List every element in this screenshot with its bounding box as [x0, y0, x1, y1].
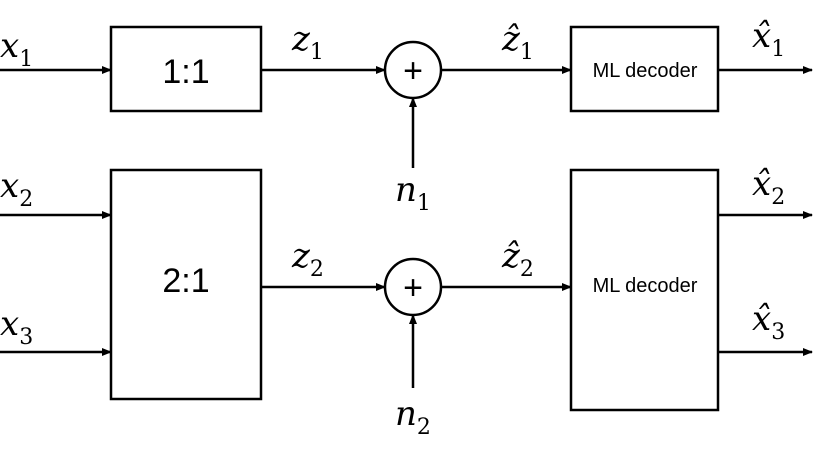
ml-decoder-1-label: ML decoder	[593, 60, 698, 82]
label-x2-sub: 2	[19, 187, 33, 212]
label-z2-sub: 2	[310, 257, 324, 282]
label-n1-sub: 1	[417, 191, 431, 216]
encoder-1to1-label: 1:1	[162, 53, 209, 91]
label-zhat1-base: ẑ	[501, 19, 521, 59]
label-xhat3-sub: 3	[771, 320, 785, 345]
label-n2: n2	[395, 394, 431, 440]
encoder-2to1-label: 2:1	[162, 262, 209, 300]
label-z1-base: z	[291, 19, 311, 59]
ml-decoder-1-block	[569, 25, 720, 113]
label-zhat1-sub: 1	[520, 40, 534, 65]
encoder-2to1-block	[109, 168, 263, 401]
ml-decoder-2-label: ML decoder	[593, 275, 698, 297]
label-zhat2: ẑ2	[501, 236, 534, 282]
label-n1: n1	[395, 170, 431, 216]
label-xhat1-sub: 1	[771, 37, 785, 62]
label-x3-sub: 3	[19, 325, 33, 350]
label-zhat1: ẑ1	[501, 19, 534, 65]
label-x2: x2	[0, 166, 33, 212]
label-x1-base: x	[0, 26, 19, 66]
label-x1-sub: 1	[19, 47, 33, 72]
label-x1: x1	[0, 26, 33, 72]
label-xhat3: x̂3	[752, 299, 785, 345]
label-xhat1: x̂1	[752, 16, 785, 62]
label-n1-base: n	[395, 170, 417, 210]
label-xhat1-base: x̂	[752, 16, 771, 56]
label-z2-base: z	[291, 236, 311, 276]
ml-decoder-2-block	[569, 168, 720, 412]
label-xhat2-sub: 2	[771, 185, 785, 210]
label-n2-sub: 2	[417, 415, 431, 440]
label-z2: z2	[291, 236, 324, 282]
label-n2-base: n	[395, 394, 417, 434]
label-zhat2-base: ẑ	[501, 236, 521, 276]
label-xhat3-base: x̂	[752, 299, 771, 339]
label-zhat2-sub: 2	[520, 257, 534, 282]
label-xhat2: x̂2	[752, 164, 785, 210]
label-z1-sub: 1	[310, 40, 324, 65]
label-z1: z1	[291, 19, 324, 65]
adder-2-plus-sign: +	[403, 269, 423, 307]
label-x3-base: x	[0, 304, 19, 344]
label-x3: x3	[0, 304, 33, 350]
label-x2-base: x	[0, 166, 19, 206]
adder-1-plus-sign: +	[403, 52, 423, 90]
label-xhat2-base: x̂	[752, 164, 771, 204]
